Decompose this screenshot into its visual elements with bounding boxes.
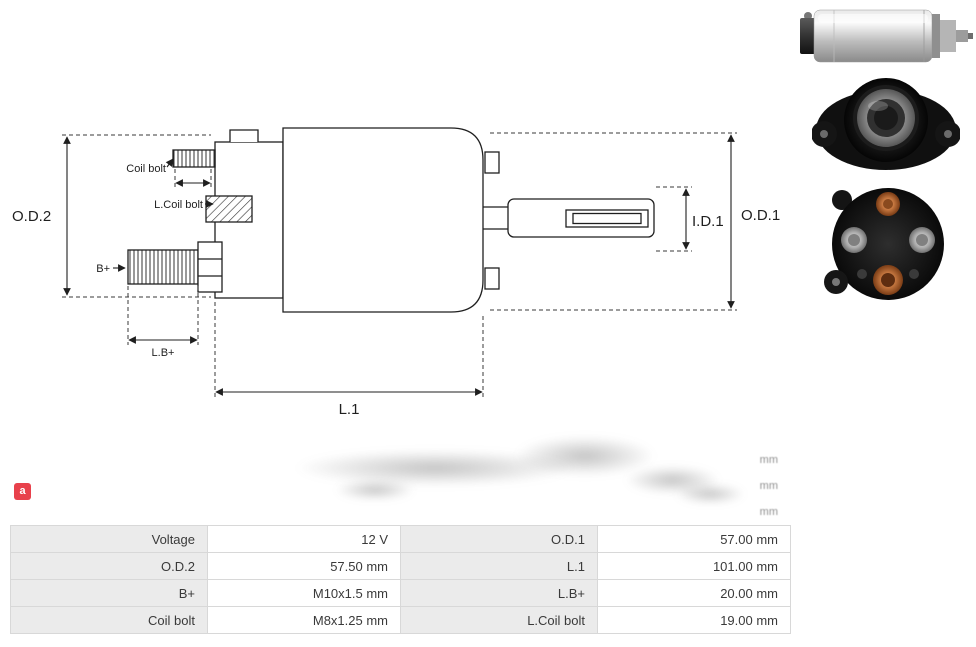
solenoid-terminal-view-photo: [823, 188, 944, 300]
shaft-slot-inner: [572, 212, 642, 225]
ghost-render-artifacts: mm mm mm: [0, 432, 976, 524]
spec-label: O.D.1: [401, 526, 598, 553]
coil-bolt-leader: [165, 158, 174, 168]
spec-label: Voltage: [11, 526, 208, 553]
ghost-unit-text: mm: [759, 454, 778, 466]
rear-tab-top: [484, 151, 500, 174]
product-photo-column: [795, 4, 976, 306]
spec-value: 19.00 mm: [598, 607, 791, 634]
top-bracket: [229, 129, 259, 142]
spec-table: Voltage 12 V O.D.1 57.00 mm O.D.2 57.50 …: [10, 525, 791, 634]
solenoid-body: [282, 127, 484, 313]
extension-lines: [62, 132, 737, 397]
b-plus-hex-nut: [197, 241, 223, 293]
lb-plus-label: L.B+: [152, 347, 175, 359]
spec-label: O.D.2: [11, 553, 208, 580]
spec-label: L.B+: [401, 580, 598, 607]
coil-bolt-section: [205, 195, 253, 223]
od1-label: O.D.1: [741, 207, 780, 224]
coil-bolt-stud: [172, 149, 216, 168]
render-smudge: [625, 466, 720, 494]
l1-label: L.1: [339, 401, 360, 418]
solenoid-rear-view-photo: [811, 78, 960, 170]
spec-value: M10x1.5 mm: [208, 580, 401, 607]
od2-label: O.D.2: [12, 208, 51, 225]
spec-value: 12 V: [208, 526, 401, 553]
coil-bolt-label: Coil bolt: [126, 163, 166, 175]
shaft-slot-outer: [565, 209, 649, 228]
render-smudge: [675, 484, 745, 504]
spec-label: B+: [11, 580, 208, 607]
as-pl-logo: a: [14, 483, 31, 500]
ghost-unit-text: mm: [759, 506, 778, 518]
render-smudge: [335, 480, 415, 500]
id1-label: I.D.1: [692, 213, 724, 230]
ghost-unit-text: mm: [759, 480, 778, 492]
spec-label: Coil bolt: [11, 607, 208, 634]
b-plus-stud: [127, 249, 199, 285]
b-plus-label: B+: [96, 263, 110, 275]
spec-label: L.Coil bolt: [401, 607, 598, 634]
dimension-lines: [63, 134, 735, 396]
spec-value: M8x1.25 mm: [208, 607, 401, 634]
spec-value: 57.50 mm: [208, 553, 401, 580]
spec-value: 101.00 mm: [598, 553, 791, 580]
spec-value: 20.00 mm: [598, 580, 791, 607]
solenoid-side-view-photo: [799, 9, 973, 63]
spec-value: 57.00 mm: [598, 526, 791, 553]
render-smudge: [295, 450, 575, 486]
l-coil-bolt-label: L.Coil bolt: [154, 199, 203, 211]
spec-label: L.1: [401, 553, 598, 580]
rear-tab-bottom: [484, 267, 500, 290]
solenoid-outline: [127, 127, 655, 313]
render-smudge: [515, 436, 655, 476]
technical-drawing: O.D.2 Coil bolt L.Coil bolt B+ L.B+ L.1 …: [12, 127, 780, 418]
